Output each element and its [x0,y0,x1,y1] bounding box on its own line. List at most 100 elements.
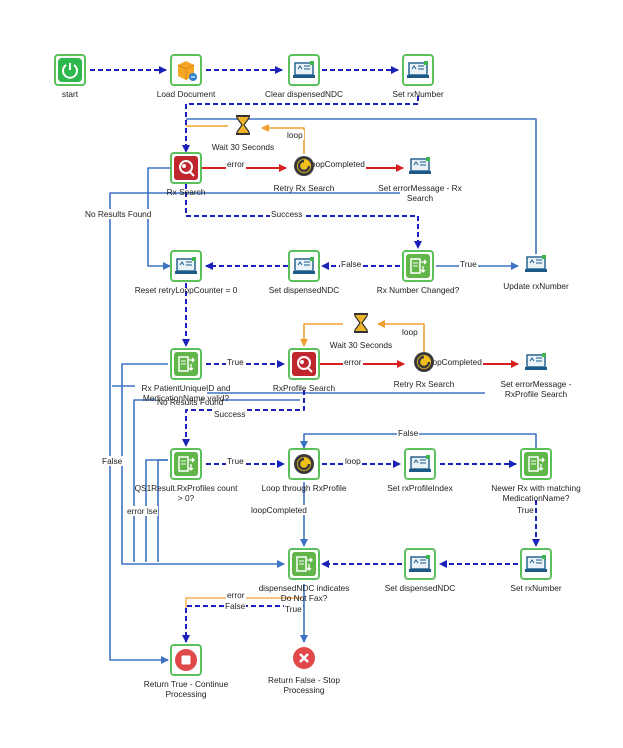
edge-label-loop-completed: loopCompleted [250,505,308,515]
node-label: Set rxNumber [510,583,562,593]
node-label: Retry Rx Search [393,379,455,389]
edge-label-no-results: No Results Found [84,209,153,219]
node-dispensed-ndc-dnf[interactable]: dispensedNDC indicates Do Not Fax? [234,548,374,603]
edge-label-no-results: No Results Found [156,397,225,407]
edge-label-false: False [224,601,247,611]
node-label: Return True - Continue Processing [143,679,229,699]
node-wait-30-2[interactable]: Wait 30 Seconds [291,309,431,350]
edge-label-true: True [459,259,478,269]
node-rxprofile-search[interactable]: RxProfile Search [234,348,374,393]
monitor-icon [406,152,434,180]
loop-icon [290,152,318,180]
node-label: Update rxNumber [503,281,569,291]
edge-label-loop-completed: loopCompleted [425,357,483,367]
node-label: Wait 30 Seconds [211,142,275,152]
node-reset-retry[interactable]: Reset retryLoopCounter = 0 [116,250,256,295]
edge-label-error: error [226,590,246,600]
node-retry-rx-search-2[interactable]: Retry Rx Search [354,348,494,389]
hourglass-icon [347,309,375,337]
node-newer-rx[interactable]: Newer Rx with matching MedicationName? [466,448,606,503]
edge-label-true: True [284,604,303,614]
node-rx-patient-valid[interactable]: Rx PatientUniqueID and MedicationName va… [116,348,256,403]
stop-icon [170,644,202,676]
edge-dnf-error [185,597,302,608]
edge-retry2-wait2 [377,320,425,352]
edge-rxprofile-success [182,390,305,447]
node-set-dispensed-ndc-2[interactable]: Set dispensedNDC [350,548,490,593]
monitor-icon [520,548,552,580]
monitor-icon [522,348,550,376]
node-label: Set rxProfileIndex [387,483,453,493]
edge-valid-left [121,363,168,562]
loop-icon [288,448,320,480]
node-label: Rx Search [166,187,206,197]
edge-label-loop: loop [344,456,362,466]
node-label: dispensedNDC indicates Do Not Fax? [258,583,350,603]
monitor-icon [404,548,436,580]
node-clear-dispensed-ndc[interactable]: Clear dispensedNDC [234,54,374,99]
query-icon [288,348,320,380]
edge-label-success: Success [270,209,304,219]
node-rx-search[interactable]: Rx Search [116,152,256,197]
node-loop-rxprofile[interactable]: Loop through RxProfile [234,448,374,493]
decision-icon [170,448,202,480]
edge-label-true: True [226,357,245,367]
node-start[interactable]: start [0,54,140,99]
monitor-icon [170,250,202,282]
node-label: Set rxNumber [392,89,444,99]
edge-label-success: Success [213,409,247,419]
node-return-true[interactable]: Return True - Continue Processing [116,644,256,699]
node-label: Load Document [156,89,216,99]
edge-setrx-rxsearch [182,96,419,153]
node-set-dispensed-ndc-1[interactable]: Set dispensedNDC [234,250,374,295]
monitor-icon [404,448,436,480]
edge-qs1-error [157,459,168,562]
monitor-icon [522,250,550,278]
node-rx-number-changed[interactable]: Rx Number Changed? [348,250,488,295]
decision-icon [520,448,552,480]
node-set-rx-number-2[interactable]: Set rxNumber [466,548,606,593]
node-load-document[interactable]: Load Document [116,54,256,99]
edge-label-true: True [226,456,245,466]
edge-label-false: False [101,456,124,466]
decision-icon [170,348,202,380]
node-return-false[interactable]: Return False - Stop Processing [234,644,374,695]
node-label: Rx PatientUniqueID and MedicationName va… [141,383,231,403]
node-wait-30-1[interactable]: Wait 30 Seconds [173,111,313,152]
package-icon [170,54,202,86]
node-label: Retry Rx Search [273,183,335,193]
node-set-error-rx-search[interactable]: Set errorMessage - Rx Search [350,152,490,203]
edge-retry1-wait1 [261,124,305,154]
edge-label-error: error [226,159,246,169]
node-label: Set dispensedNDC [268,285,340,295]
edge-newer-false [300,433,537,449]
node-label: RxProfile Search [272,383,336,393]
node-update-rx-number[interactable]: Update rxNumber [466,250,606,291]
edge-label-loop: loop [286,130,304,140]
decision-icon [402,250,434,282]
edge-merge-dnf [121,560,285,568]
node-label: Loop through RxProfile [261,483,347,493]
node-set-rx-number-1[interactable]: Set rxNumber [348,54,488,99]
node-label: QS1Result.RxProfiles count > 0? [134,483,238,503]
node-qs1-count[interactable]: QS1Result.RxProfiles count > 0? [116,448,256,503]
edge-label-error: error [343,357,363,367]
node-label: Wait 30 Seconds [329,340,393,350]
error-x-icon [290,644,318,672]
edge-label-false: False [397,428,420,438]
power-icon [54,54,86,86]
node-label: start [61,89,79,99]
edge-label-error-false: error lse [126,506,159,516]
node-label: Set dispensedNDC [384,583,456,593]
loop-icon [410,348,438,376]
node-label: Rx Number Changed? [376,285,460,295]
node-set-rxprofile-index[interactable]: Set rxProfileIndex [350,448,490,493]
edge-wait2-rxprofile [300,323,343,347]
decision-icon [288,548,320,580]
node-label: Set errorMessage - RxProfile Search [500,379,572,399]
hourglass-icon [229,111,257,139]
node-set-error-rxprofile[interactable]: Set errorMessage - RxProfile Search [466,348,606,399]
node-retry-rx-search-1[interactable]: Retry Rx Search [234,152,374,193]
edge-label-true: True [516,505,535,515]
